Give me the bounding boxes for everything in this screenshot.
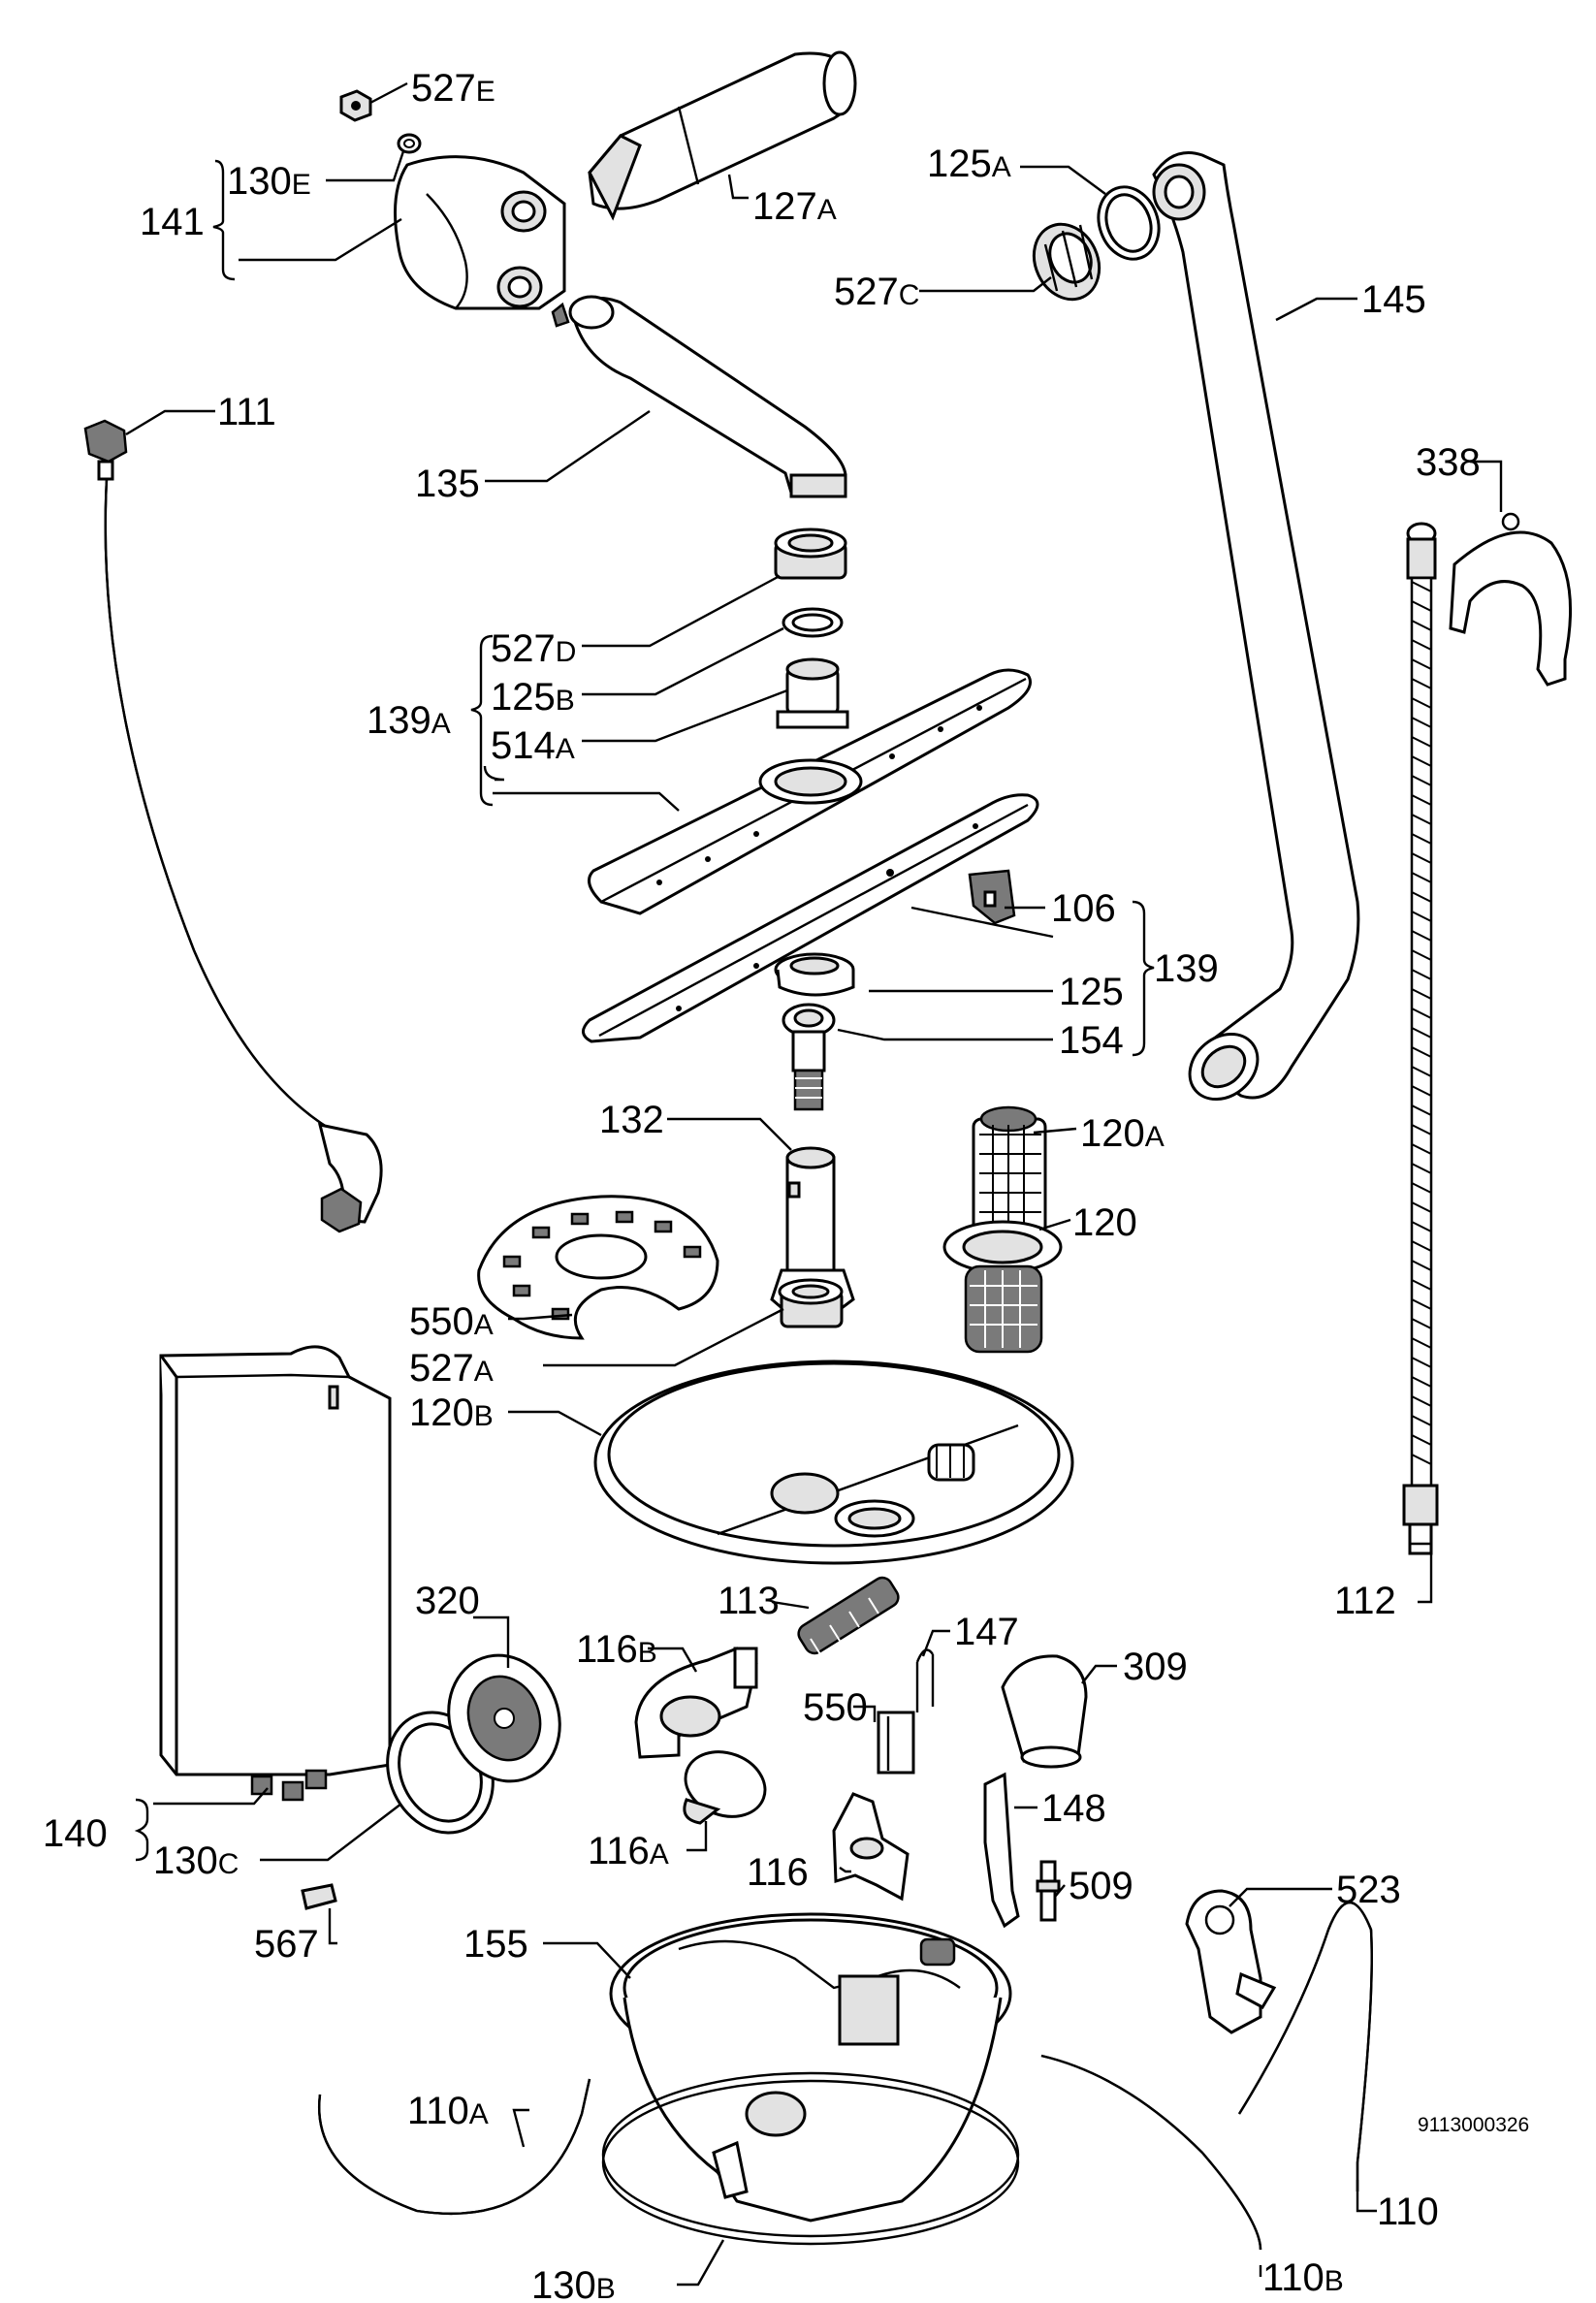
label-113: 113 [718, 1580, 780, 1622]
label-550: 550 [803, 1686, 868, 1729]
label-106: 106 [1051, 887, 1116, 930]
part-309-cap [1001, 1654, 1088, 1769]
part-140-water-softener [159, 1345, 392, 1802]
part-125b-ring [782, 607, 844, 638]
label-527c: 527C [834, 271, 919, 313]
label-139a: 139A [367, 699, 451, 742]
part-130e-washer [397, 133, 422, 154]
part-116a-flap [683, 1750, 767, 1825]
part-155-sump [609, 1912, 1012, 2223]
part-527d-nut [774, 528, 847, 580]
part-111-cable [83, 419, 383, 1233]
label-338: 338 [1416, 441, 1481, 484]
label-125a: 125A [927, 143, 1011, 185]
label-567: 567 [254, 1923, 319, 1966]
label-309: 309 [1123, 1646, 1188, 1688]
label-112: 112 [1334, 1580, 1396, 1622]
part-338-clip [1449, 512, 1573, 687]
label-140: 140 [43, 1812, 108, 1855]
part-139-spray-arm [582, 793, 1039, 1043]
part-139a-spray-arm [588, 668, 1032, 915]
part-116b-valve [634, 1647, 758, 1759]
label-120b: 120B [409, 1391, 494, 1434]
document-code: 9113000326 [1418, 2114, 1529, 2136]
label-130e: 130E [227, 160, 311, 203]
label-139: 139 [1154, 947, 1219, 990]
label-120a: 120A [1080, 1112, 1165, 1155]
label-125b: 125B [491, 676, 575, 719]
part-125a-ring [1097, 185, 1161, 261]
label-148: 148 [1041, 1787, 1106, 1830]
part-514a-bushing [776, 657, 849, 729]
part-135-upper-arm [551, 295, 847, 498]
label-130b: 130B [531, 2264, 616, 2303]
label-550a: 550A [409, 1300, 494, 1343]
part-527c-nut [1032, 222, 1101, 302]
label-135: 135 [415, 463, 480, 505]
part-527e-nut [339, 89, 372, 122]
part-120b-filter-plate [593, 1359, 1074, 1565]
part-154-shaft [782, 1003, 836, 1111]
label-154: 154 [1059, 1019, 1124, 1062]
label-110b: 110B [1262, 2256, 1344, 2299]
part-125-seal [774, 952, 855, 997]
label-116b: 116B [576, 1628, 657, 1671]
part-550-block [877, 1711, 915, 1775]
label-125: 125 [1059, 971, 1124, 1013]
leader-lines [125, 81, 1503, 2287]
label-523: 523 [1336, 1869, 1401, 1911]
part-116-valve [832, 1792, 910, 1902]
part-141-manifold [394, 155, 566, 310]
label-509: 509 [1069, 1865, 1133, 1907]
label-145: 145 [1361, 278, 1426, 321]
part-130b-gasket [601, 2071, 1020, 2246]
part-509-pin [1036, 1860, 1061, 1922]
part-112-braided-hose [1402, 522, 1439, 1555]
label-132: 132 [599, 1099, 664, 1141]
part-320-cap [447, 1653, 561, 1783]
label-527e: 527E [411, 67, 495, 110]
part-567 [301, 1883, 337, 1910]
label-527d: 527D [491, 627, 576, 670]
part-110a-hose [317, 2078, 591, 2216]
part-147-clip [915, 1648, 935, 1712]
part-523-bracket [1185, 1889, 1277, 2034]
label-527a: 527A [409, 1347, 494, 1390]
label-130c: 130C [153, 1839, 239, 1882]
label-111: 111 [217, 391, 276, 433]
part-550a-grid [477, 1195, 719, 1340]
label-127a: 127A [752, 185, 837, 228]
label-320: 320 [415, 1580, 480, 1622]
label-147: 147 [954, 1611, 1019, 1653]
label-116: 116 [747, 1851, 809, 1894]
label-120: 120 [1072, 1201, 1137, 1244]
part-120-filter [942, 1220, 1063, 1354]
part-127a-tube [588, 50, 857, 221]
part-110-hose [1237, 1901, 1373, 2191]
part-527a-ring [778, 1278, 844, 1328]
label-155: 155 [463, 1923, 528, 1966]
part-120a-filter [972, 1105, 1047, 1237]
part-145-pipe [1152, 151, 1360, 1102]
part-110b-hose [1040, 2054, 1262, 2251]
label-110a: 110A [407, 2090, 489, 2132]
part-130c-gasket [386, 1711, 495, 1835]
label-514a: 514A [491, 724, 575, 767]
part-113-connector [797, 1576, 900, 1655]
label-141: 141 [140, 201, 205, 243]
label-110: 110 [1377, 2191, 1439, 2233]
part-148-lever [983, 1772, 1020, 1929]
part-106-clip [968, 869, 1016, 925]
label-116a: 116A [588, 1830, 669, 1872]
